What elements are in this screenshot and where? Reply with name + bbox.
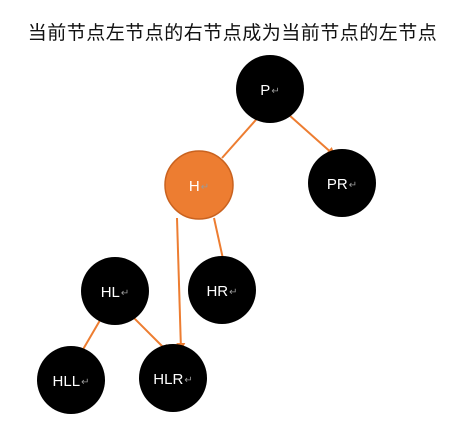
node-h-label: H [189,178,200,195]
svg-text:PR↵: PR↵ [327,176,357,193]
node-hl-return-mark: ↵ [121,288,129,299]
node-p-label: P [260,82,270,99]
svg-text:HL↵: HL↵ [101,284,130,301]
svg-text:P↵: P↵ [260,82,279,99]
node-hlr: HLR↵ [139,344,207,412]
svg-text:HLR↵: HLR↵ [153,371,192,388]
node-hl: HL↵ [81,257,149,325]
edge-p-h [221,112,263,159]
node-p: P↵ [236,55,304,123]
edge-h-hlr [176,217,186,352]
node-hr: HR↵ [188,256,256,324]
node-p-return-mark: ↵ [271,86,279,97]
svg-text:HR↵: HR↵ [206,283,237,300]
node-hll: HLL↵ [37,346,105,414]
node-pr-label: PR [327,176,348,193]
node-h: H↵ [164,150,234,220]
node-h-return-mark: ↵ [201,182,209,193]
diagram-title: 当前节点左节点的右节点成为当前节点的左节点 [27,22,438,44]
node-hll-return-mark: ↵ [81,377,89,388]
edge-p-pr [288,114,336,157]
node-hll-label: HLL [53,373,81,390]
node-pr: PR↵ [308,149,376,217]
node-hlr-return-mark: ↵ [184,375,192,386]
node-pr-return-mark: ↵ [349,180,357,191]
node-hl-label: HL [101,284,120,301]
node-hlr-label: HLR [153,371,183,388]
svg-text:HLL↵: HLL↵ [53,373,90,390]
node-hr-return-mark: ↵ [229,287,237,298]
svg-text:H↵: H↵ [189,178,209,195]
node-hr-label: HR [206,283,228,300]
